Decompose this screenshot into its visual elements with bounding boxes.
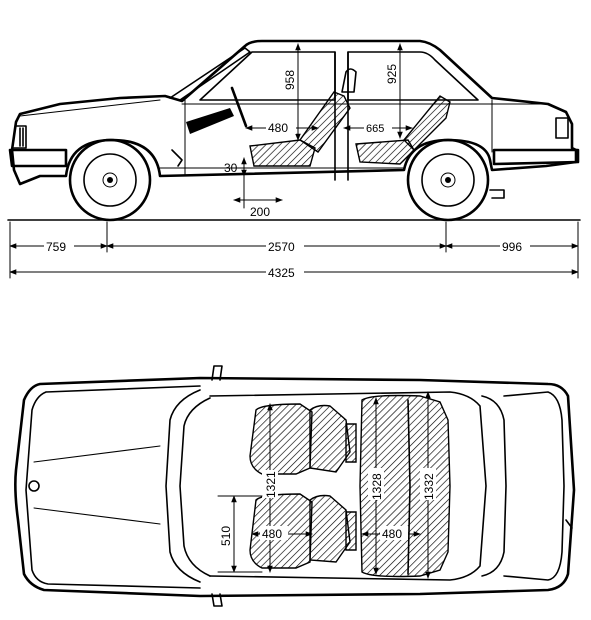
label-backing — [368, 468, 384, 500]
label-backing — [380, 526, 408, 540]
wheelbase-label: 2570 — [268, 240, 295, 254]
pedal — [171, 149, 183, 167]
hood-line — [19, 99, 161, 117]
top-rear-window — [481, 395, 507, 577]
rear-legroom-label: 665 — [366, 123, 384, 135]
label-backing — [364, 120, 392, 134]
headrest — [341, 68, 357, 93]
label-backing — [266, 120, 296, 134]
rear-bench-divider — [407, 399, 411, 575]
label-backing — [262, 470, 278, 498]
top-front-seat-depth-label: 480 — [262, 527, 282, 541]
hood-crease-bottom — [33, 507, 161, 525]
seat-adjust-vertical-label: 30 — [224, 161, 238, 175]
label-backing — [266, 265, 304, 279]
front-seat-left-cushion — [249, 403, 313, 475]
front-headroom-label: 958 — [283, 70, 297, 90]
label-backing — [420, 468, 436, 500]
front-side-window — [199, 51, 336, 101]
top-view: 1321 1328 1332 510 480 480 — [14, 365, 576, 607]
front-wheel — [68, 138, 152, 222]
rear-seat-back — [403, 95, 451, 151]
top-windshield — [165, 389, 201, 583]
rear-bumper — [492, 148, 580, 166]
front-seat-back — [299, 91, 351, 153]
rear-side-window — [347, 51, 479, 101]
front-seat-right-back — [309, 494, 351, 563]
rear-seat-cushion — [355, 139, 415, 165]
tail-light — [555, 117, 569, 139]
front-bumper — [8, 148, 68, 168]
rear-shoulder-width-label: 1328 — [370, 473, 384, 500]
cabin-outline — [209, 391, 487, 581]
front-seat-left-back — [309, 404, 351, 473]
top-body-outline — [14, 376, 576, 598]
label-backing — [260, 526, 288, 540]
label-backing — [44, 239, 74, 253]
front-seat-depth-label: 480 — [268, 121, 288, 135]
front-overhang-label: 759 — [46, 240, 66, 254]
windshield — [169, 47, 251, 101]
rear-headroom-label: 925 — [385, 64, 399, 84]
trunk-lid — [503, 391, 565, 581]
mirror-right — [211, 593, 223, 607]
label-backing — [266, 239, 304, 253]
label-backing — [500, 239, 530, 253]
front-seat-cushion — [249, 139, 316, 167]
front-seat-left-headrest — [345, 423, 357, 463]
rear-overhang-label: 996 — [502, 240, 522, 254]
top-body-inner — [25, 385, 201, 589]
rear-elbow-width-label: 1332 — [422, 473, 436, 500]
steering-column — [230, 86, 248, 128]
mirror-left — [211, 365, 223, 381]
front-shoulder-width-label: 1321 — [264, 471, 278, 498]
exhaust — [489, 189, 505, 199]
antenna — [565, 519, 573, 529]
overall-length-label: 4325 — [268, 266, 295, 280]
front-seat-width-label: 510 — [219, 526, 233, 546]
front-grille — [13, 125, 27, 149]
door-line — [184, 99, 493, 177]
hood-crease-top — [33, 445, 161, 463]
side-view: 958 925 480 665 30 200 759 2570 996 — [7, 39, 581, 280]
dashboard — [186, 108, 234, 134]
top-windshield-inner — [179, 397, 211, 577]
front-seat-right-headrest — [345, 511, 357, 551]
emblem — [28, 480, 40, 492]
seat-adjust-horizontal-label: 200 — [250, 205, 270, 219]
top-rear-seat-depth-label: 480 — [382, 527, 402, 541]
rear-wheel — [406, 138, 490, 222]
